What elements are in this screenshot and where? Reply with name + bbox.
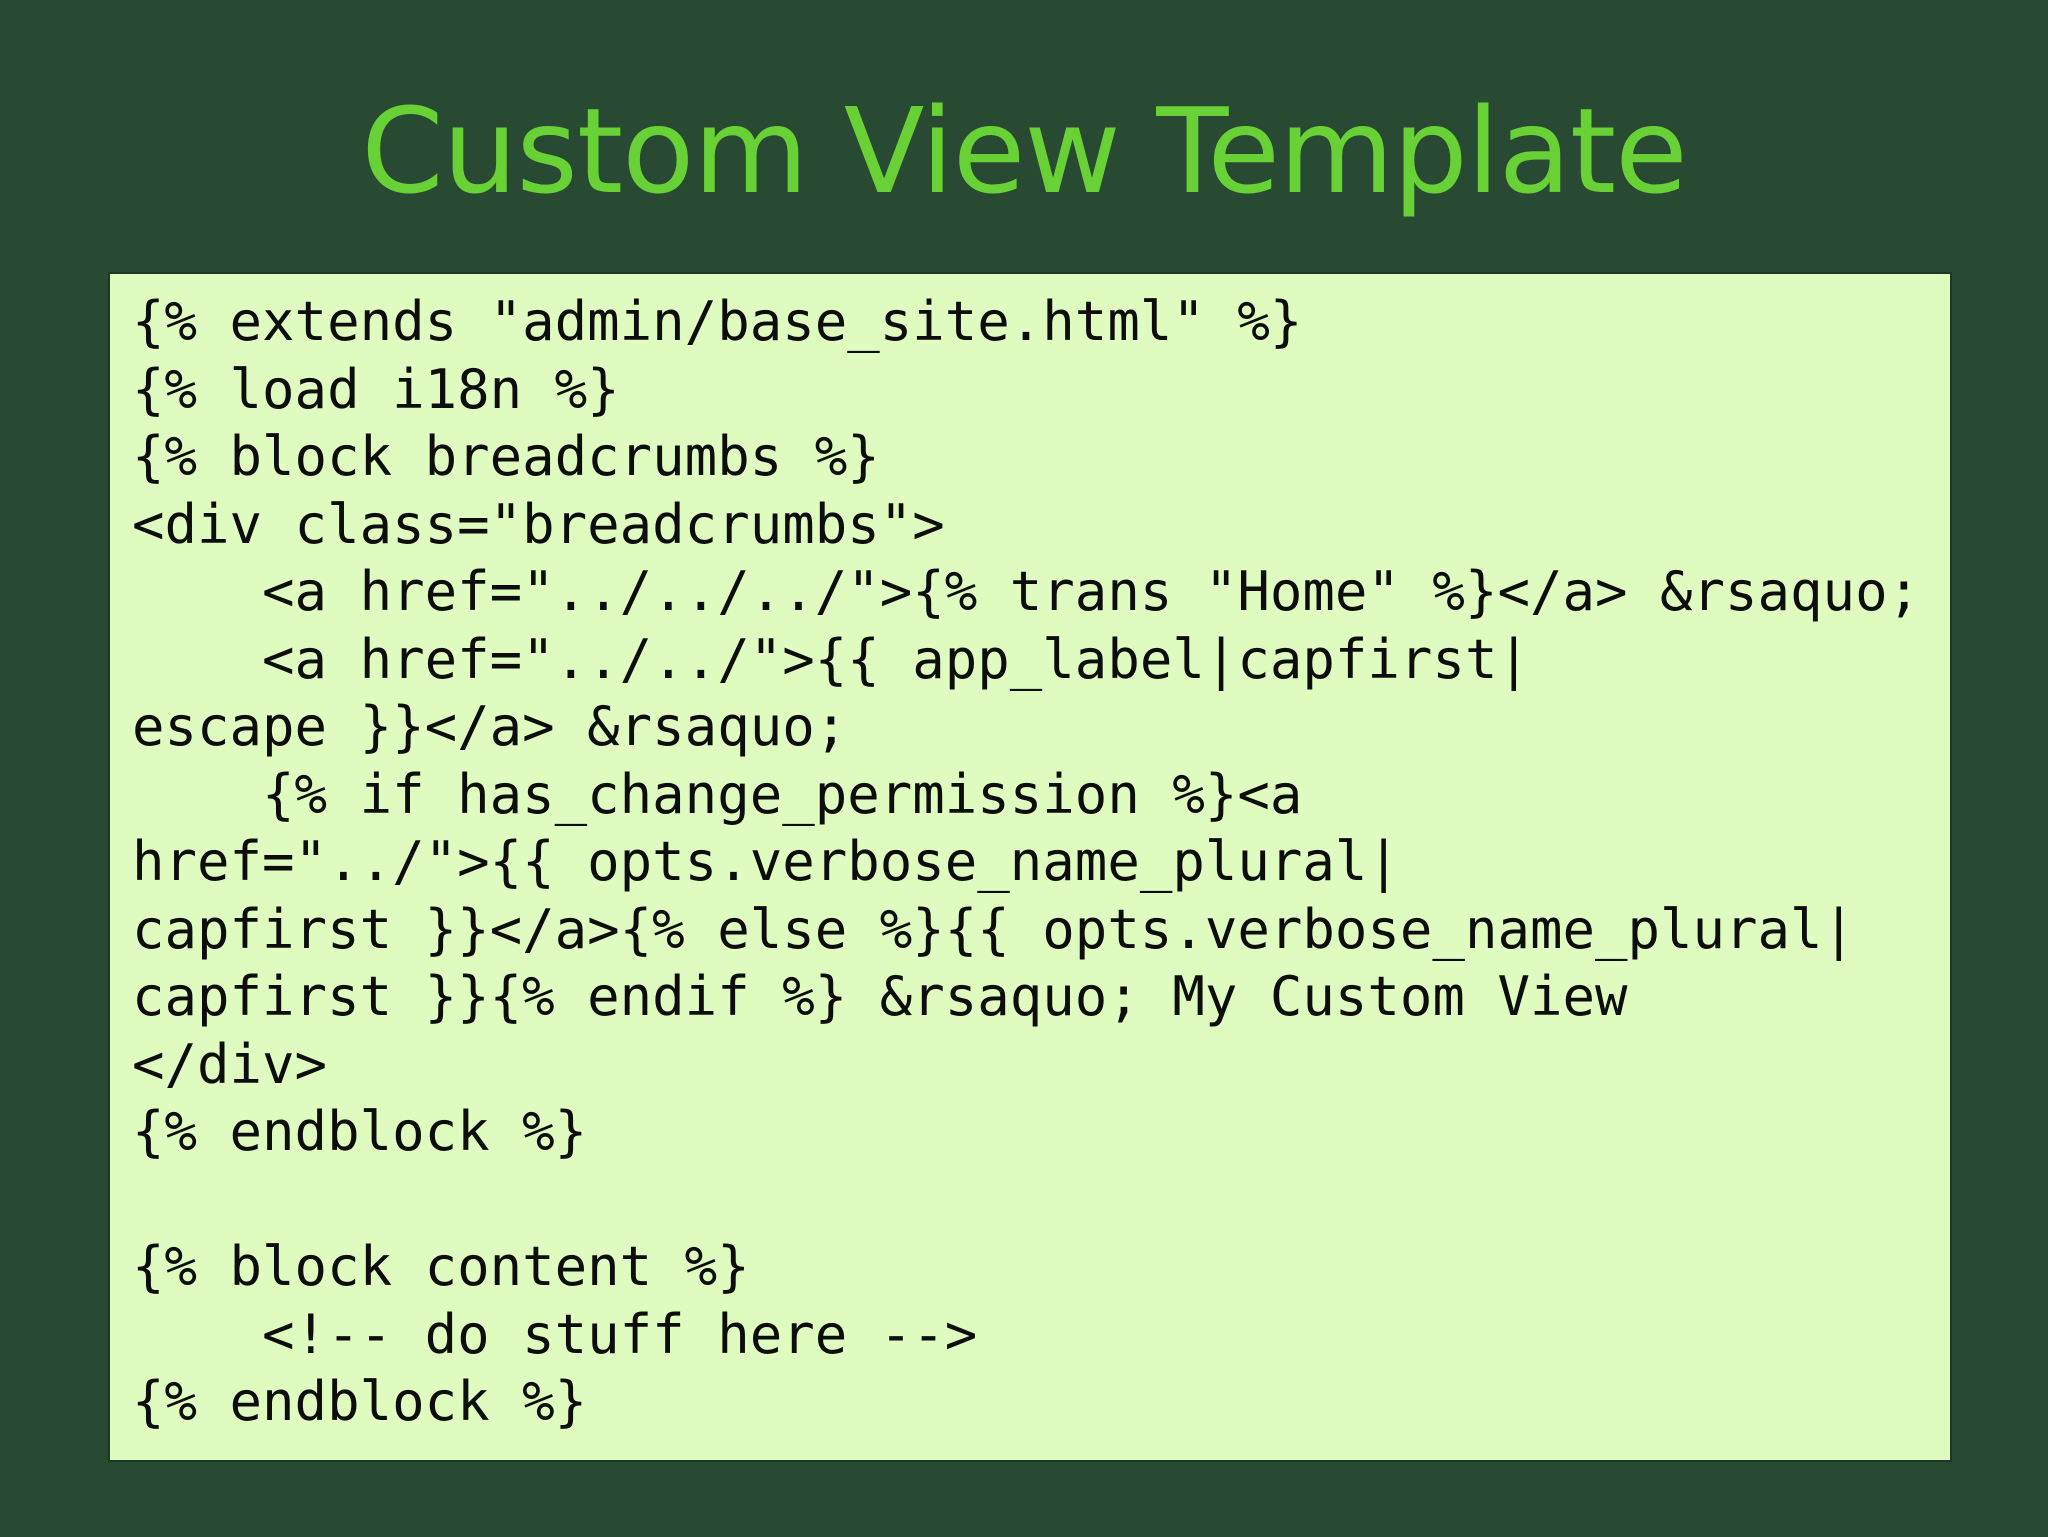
code-line: <!-- do stuff here --> — [132, 1302, 978, 1366]
code-line: {% block content %} — [132, 1235, 750, 1298]
code-line: {% block breadcrumbs %} — [132, 425, 880, 488]
code-line: {% endblock %} — [132, 1100, 588, 1163]
code-line: {% endblock %} — [132, 1370, 588, 1433]
code-line: {% extends "admin/base_site.html" %} — [132, 290, 1303, 353]
code-line: capfirst }}{% endif %} &rsaquo; My Custo… — [132, 965, 1628, 1028]
code-line: </div> — [132, 1032, 328, 1096]
code-line: <a href="../../../">{% trans "Home" %}</… — [132, 560, 1921, 623]
code-line: <a href="../../">{{ app_label|capfirst| — [132, 627, 1530, 691]
code-line — [132, 1166, 1950, 1234]
code-line: capfirst }}</a>{% else %}{{ opts.verbose… — [132, 897, 1856, 961]
code-line: href="../">{{ opts.verbose_name_plural| — [132, 830, 1400, 893]
code-line: {% load i18n %} — [132, 357, 620, 421]
code-block: {% extends "admin/base_site.html" %} {% … — [108, 272, 1952, 1462]
slide-title: Custom View Template — [361, 82, 1688, 220]
code-line: <div class="breadcrumbs"> — [132, 492, 945, 556]
code-line: escape }}</a> &rsaquo; — [132, 695, 848, 758]
code-line: {% if has_change_permission %}<a — [132, 762, 1303, 826]
